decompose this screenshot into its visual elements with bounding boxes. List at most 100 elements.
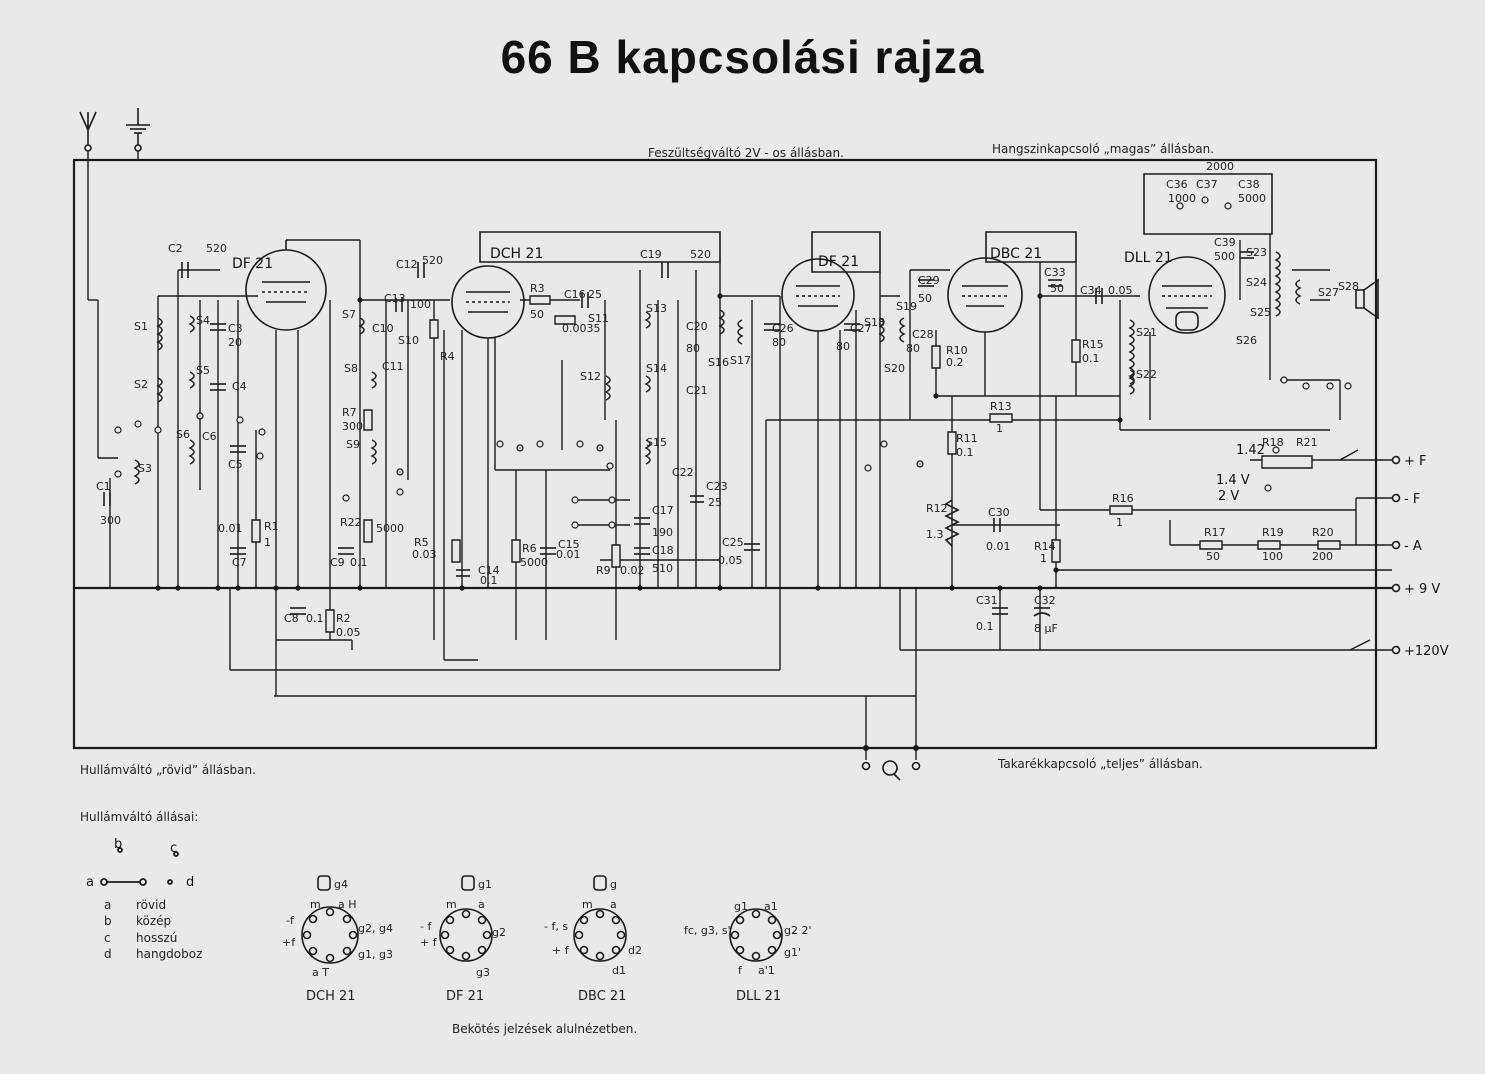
pinout-dch21-top: g4 — [334, 878, 348, 891]
label-c10: C10 — [372, 322, 394, 335]
label-r1-value: 1 — [264, 536, 271, 549]
pinout-df21-name: DF 21 — [446, 989, 484, 1004]
label-c27-value: 80 — [836, 340, 850, 353]
label-s6: S6 — [176, 428, 190, 441]
label-r12: R12 — [926, 502, 948, 515]
label-c9: C9 — [330, 556, 345, 569]
loudspeaker-icon — [1356, 280, 1378, 318]
terminal-minus-a: - A — [1404, 539, 1422, 554]
pinout-df21-pin: m — [446, 898, 457, 911]
tube-label-dch21: DCH 21 — [490, 246, 543, 262]
pinout-dch21-pin: m — [310, 898, 321, 911]
label-r19-value: 100 — [1262, 550, 1283, 563]
pinout-dbc21-pin: m — [582, 898, 593, 911]
pinout-df21-pin: - f — [420, 920, 432, 933]
tube-dll21 — [1144, 174, 1272, 333]
label-r5-value: 0.03 — [412, 548, 437, 561]
label-c1: C1 — [96, 480, 111, 493]
terminal-120v: +120V — [1404, 644, 1449, 659]
pinout-dch21-pin: +f — [282, 936, 296, 949]
pinout-df21-pin: g3 — [476, 966, 490, 979]
label-s11: S11 — [588, 312, 609, 325]
capacitors — [104, 252, 1254, 616]
wave-switch-note: Hullámváltó „rövid” állásban. — [80, 763, 256, 777]
terminal-minus-f: - F — [1404, 492, 1420, 507]
label-c20-value: 80 — [686, 342, 700, 355]
wave-position-text: rövid — [136, 898, 167, 912]
pinout-df21-top: g1 — [478, 878, 492, 891]
label-c8-value: 0.1 — [306, 612, 324, 625]
label-s14: S14 — [646, 362, 667, 375]
terminal-plus-f: + F — [1404, 454, 1427, 469]
resistors — [252, 296, 1340, 632]
label-c8: C8 — [284, 612, 299, 625]
pinout-dll21-pin: a1 — [764, 900, 778, 913]
pinout-caption: Bekötés jelzések alulnézetben. — [452, 1022, 638, 1036]
label-s4: S4 — [196, 314, 210, 327]
label-s23: S23 — [1246, 246, 1267, 259]
label-r12-value: 1.3 — [926, 528, 944, 541]
label-c4: C4 — [232, 380, 247, 393]
label-c30-value: 0.01 — [986, 540, 1011, 553]
label-c37: C37 — [1196, 178, 1218, 191]
label-c15: C15 — [558, 538, 580, 551]
label-s7: S7 — [342, 308, 356, 321]
tube-label-dll21: DLL 21 — [1124, 250, 1173, 266]
page-title: 66 B kapcsolási rajza — [500, 31, 985, 83]
tube-label-df21-1: DF 21 — [232, 256, 273, 272]
label-c14: C14 — [478, 564, 500, 577]
label-r3-value: 50 — [530, 308, 544, 321]
label-c19: C19 — [640, 248, 662, 261]
label-r4: R4 — [440, 350, 455, 363]
label-c28: C28 — [912, 328, 934, 341]
label-r6: R6 — [522, 542, 537, 555]
pinout-dll21-pin: g1' — [784, 946, 801, 959]
tube-df21-1 — [246, 240, 360, 330]
pinout-dbc21-top: g — [610, 878, 617, 891]
label-s19: S19 — [896, 300, 917, 313]
label-c25-value: 0.05 — [718, 554, 743, 567]
label-r6-value: 5000 — [520, 556, 548, 569]
label-s5: S5 — [196, 364, 210, 377]
pinout-dch21-pin: a H — [338, 898, 357, 911]
pinout-dch21-pin: g2, g4 — [358, 922, 393, 935]
label-c16: C16 — [564, 288, 586, 301]
wave-positions-heading: Hullámváltó állásai: — [80, 810, 199, 824]
label-r18: R18 — [1262, 436, 1284, 449]
label-s9: S9 — [346, 438, 360, 451]
voltage-switch-note: Feszültségváltó 2V - os állásban. — [648, 146, 844, 160]
pinout-dll21-pin: a'1 — [758, 964, 775, 977]
label-c26: C26 — [772, 322, 794, 335]
label-c17-value: 190 — [652, 526, 673, 539]
label-s12: S12 — [580, 370, 601, 383]
pinout-dch21-pin: a T — [312, 966, 329, 979]
wiring — [88, 151, 1392, 760]
label-r15-value: 0.1 — [1082, 352, 1100, 365]
label-r13-value: 1 — [996, 422, 1003, 435]
tube-label-dbc21: DBC 21 — [990, 246, 1042, 262]
wave-letter-b: b — [114, 837, 122, 852]
wave-position-key: d — [104, 947, 112, 961]
label-c34: C34 — [1080, 284, 1102, 297]
label-c38-value: 5000 — [1238, 192, 1266, 205]
label-c13: C13 — [384, 292, 406, 305]
label-c16-value: 25 — [588, 288, 602, 301]
label-c26-value: 80 — [772, 336, 786, 349]
component-labels: C2 520 C3 20 C4 C5 C6 C1 300 0.01 C7 C8 … — [96, 160, 1359, 639]
label-c29: C29 — [918, 274, 940, 287]
pinout-dch21-pin: g1, g3 — [358, 948, 393, 961]
label-r20-value: 200 — [1312, 550, 1333, 563]
label-c11: C11 — [382, 360, 404, 373]
switch-contacts — [115, 197, 1351, 528]
label-c7-value: 0.01 — [218, 522, 243, 535]
label-c32: C32 — [1034, 594, 1056, 607]
label-s24: S24 — [1246, 276, 1267, 289]
wave-position-text: hangdoboz — [136, 947, 203, 961]
economy-switch-note: Takarékkapcsoló „teljes” állásban. — [998, 757, 1203, 771]
label-c20: C20 — [686, 320, 708, 333]
label-c17: C17 — [652, 504, 674, 517]
tube-label-df21-2: DF 21 — [818, 254, 859, 270]
label-r21: R21 — [1296, 436, 1318, 449]
label-s15: S15 — [646, 436, 667, 449]
